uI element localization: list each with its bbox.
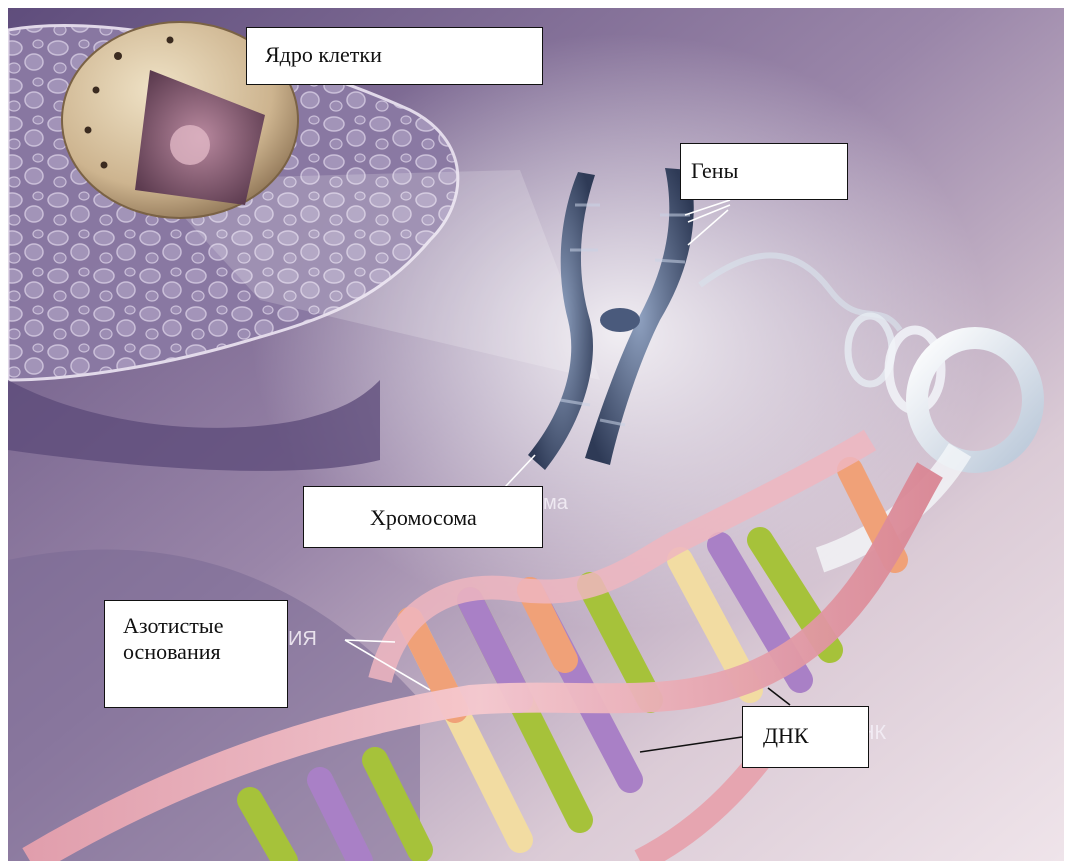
label-genes-text: Гены: [691, 158, 738, 183]
label-chromosome: Хромосома: [303, 486, 543, 548]
label-dna: ДНК: [742, 706, 869, 768]
label-nitrogen-bases: Азотистые основания: [104, 600, 288, 708]
label-dna-text: ДНК: [763, 723, 809, 748]
label-nucleus-text: Ядро клетки: [265, 42, 382, 67]
label-genes: Гены: [680, 143, 848, 200]
label-nucleus: Ядро клетки: [246, 27, 543, 85]
label-chromosome-text: Хромосома: [370, 505, 477, 530]
label-nitrogen-bases-text: Азотистые основания: [123, 613, 223, 664]
chromosome-ghost-text: ма: [543, 492, 568, 515]
bases-ghost-text: ИЯ: [288, 628, 317, 651]
